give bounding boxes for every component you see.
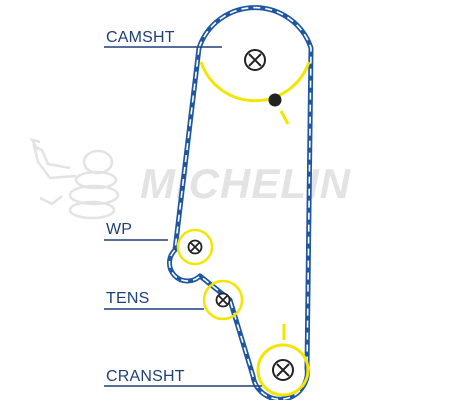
watermark-text: MICHELIN [140,160,352,207]
watermark-logo-arm [32,143,77,180]
circle-x-icon [187,239,203,255]
label-camshaft-text: CAMSHT [106,29,175,46]
watermark-logo-fist [39,195,63,206]
crankshaft-pulley-rim [256,343,310,397]
watermark-logo [29,138,120,220]
dot-icon [268,93,282,107]
camshaft-pulley-rim [199,61,311,103]
watermark-logo-body-ring-2 [68,184,120,206]
label-water-pump-text: WP [106,221,132,238]
tensioner-pulley [202,279,244,321]
water-pump-pulley [176,228,214,266]
watermark-logo-body-ring-1 [74,170,118,190]
camshaft-timing-tick [279,110,290,125]
circle-x-icon [272,359,294,381]
camshaft-pulley [199,49,311,125]
label-camshaft: CAMSHT [104,29,222,48]
label-tensioner-text: TENS [106,290,149,307]
label-crankshaft-text: CRANSHT [106,368,185,385]
watermark-logo-body-ring-3 [68,200,116,220]
tensioner-pulley-rim [202,279,244,321]
label-crankshaft: CRANSHT [104,368,262,387]
watermark-logo-head [82,149,114,175]
circle-x-icon [244,49,266,71]
timing-belt-dashes [168,6,312,400]
label-tensioner: TENS [104,290,204,310]
crankshaft-pulley [256,324,310,397]
water-pump-pulley-rim [176,228,214,266]
label-water-pump: WP [104,221,168,241]
circle-x-icon [215,292,231,308]
watermark-logo-thumb [29,138,41,151]
